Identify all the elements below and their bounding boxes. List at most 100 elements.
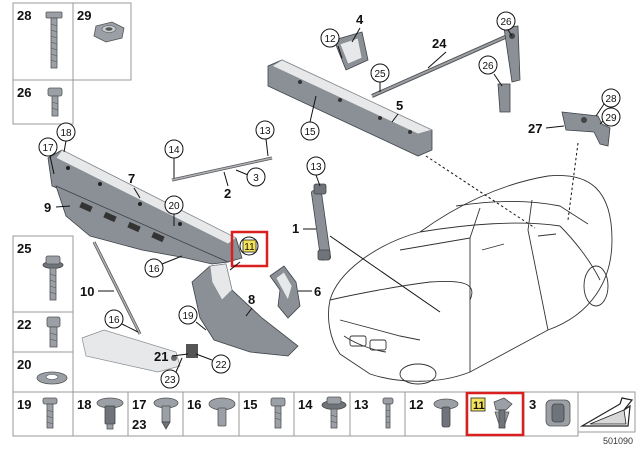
callout-13-mid[interactable]: 13: [306, 156, 326, 187]
part-1-strut[interactable]: [311, 183, 331, 261]
arrow-icon: [579, 397, 634, 427]
part-10-rod[interactable]: [92, 241, 142, 335]
callout-25[interactable]: 25: [370, 63, 390, 92]
bottom-cell-16[interactable]: 16: [187, 397, 236, 427]
thin-screw-icon: [382, 397, 394, 429]
callout-3[interactable]: 3: [235, 167, 266, 187]
part-5-crossmember[interactable]: [267, 59, 433, 157]
part-7-panel[interactable]: [47, 149, 243, 263]
cell-label: 19: [17, 397, 31, 412]
bottom-cell-11[interactable]: 11: [465, 391, 525, 437]
callout-16-mid[interactable]: 16: [144, 255, 183, 278]
svg-text:27: 27: [528, 121, 542, 136]
svg-text:26: 26: [500, 17, 512, 28]
part-label-27: 27: [528, 121, 565, 136]
callout-19[interactable]: 19: [178, 305, 207, 331]
svg-text:11: 11: [244, 242, 255, 253]
callout-14[interactable]: 14: [164, 139, 184, 178]
part-label-7: 7: [128, 171, 141, 199]
label-badge: [470, 397, 486, 412]
svg-text:22: 22: [215, 360, 227, 371]
svg-text:13: 13: [259, 126, 271, 137]
bottom-cell-12[interactable]: 12: [409, 397, 459, 428]
part-8-panel[interactable]: [186, 263, 299, 358]
svg-text:8: 8: [248, 292, 255, 307]
cell-label: 14: [298, 397, 313, 412]
part-label-2: 2: [223, 171, 231, 201]
callout-28[interactable]: 28: [595, 88, 621, 117]
bottom-cell-19[interactable]: 19: [17, 397, 58, 429]
svg-text:17: 17: [42, 143, 54, 154]
socket-screw-icon: [46, 316, 61, 348]
hex-nut-icon: [93, 21, 125, 43]
callout-13-top[interactable]: 13: [255, 120, 275, 157]
callout-11-highlight[interactable]: 11: [229, 230, 269, 271]
cell-label: 18: [77, 397, 91, 412]
cell-20[interactable]: 20: [17, 357, 68, 385]
part-2-strut[interactable]: [171, 156, 273, 182]
screw-icon: [42, 397, 58, 429]
bottom-cell-18[interactable]: 18: [77, 397, 124, 430]
diagram-id: 501090: [603, 436, 633, 446]
cell-label: 17: [132, 397, 146, 412]
car-outline: [328, 175, 613, 385]
bottom-cell-14[interactable]: 14: [298, 396, 347, 429]
long-bolt-icon: [45, 11, 63, 69]
bolt-icon: [270, 397, 286, 429]
callout-18[interactable]: 18: [56, 122, 76, 153]
callout-26-top[interactable]: 26: [496, 11, 516, 37]
short-bolt-icon: [47, 87, 63, 117]
bottom-cell-17[interactable]: 17 23: [132, 397, 179, 432]
cell-label: 16: [187, 397, 201, 412]
cell-label-secondary: 23: [132, 417, 146, 432]
callout-23[interactable]: 23: [160, 357, 183, 389]
cell-25[interactable]: 25: [17, 241, 64, 301]
left-fastener-grid: [12, 2, 132, 393]
svg-text:7: 7: [128, 171, 135, 186]
svg-text:29: 29: [605, 113, 617, 124]
callout-26-mid[interactable]: 26: [478, 55, 503, 87]
callout-15[interactable]: 15: [300, 95, 320, 141]
cell-26[interactable]: 26: [17, 85, 63, 117]
cell-label: 29: [77, 8, 91, 23]
cell-label: 15: [243, 397, 257, 412]
part-4-bracket[interactable]: [333, 31, 369, 71]
part-label-8: 8: [245, 292, 255, 317]
cell-22[interactable]: 22: [17, 316, 61, 348]
cell-29[interactable]: 29: [77, 8, 125, 43]
part-21-bracket[interactable]: [81, 329, 181, 373]
callout-12[interactable]: 12: [320, 28, 343, 59]
svg-text:15: 15: [304, 127, 316, 138]
part-label-4: 4: [351, 12, 364, 43]
bottom-cell-3[interactable]: 3: [529, 397, 571, 427]
callout-16-low[interactable]: 16: [104, 309, 139, 333]
part-6-bracket[interactable]: [269, 265, 301, 319]
bottom-cell-arrow[interactable]: [579, 397, 634, 427]
callout-22[interactable]: 22: [195, 353, 231, 374]
bottom-cell-13[interactable]: 13: [354, 397, 394, 429]
leader-1-car: [329, 235, 441, 313]
svg-text:4: 4: [356, 12, 364, 27]
svg-text:16: 16: [108, 315, 120, 326]
callout-20[interactable]: 20: [164, 195, 184, 226]
part-27-bracket[interactable]: [561, 111, 611, 147]
highlight-frame: [465, 391, 525, 437]
svg-text:24: 24: [432, 36, 447, 51]
callout-29[interactable]: 29: [599, 107, 621, 127]
sleeve-nut-icon: [545, 399, 571, 427]
part-9-panel[interactable]: [55, 185, 230, 265]
svg-text:26: 26: [482, 61, 494, 72]
cell-28[interactable]: 28: [17, 8, 63, 69]
cell-label: 20: [17, 357, 31, 372]
cell-label: 22: [17, 317, 31, 332]
svg-text:12: 12: [324, 34, 336, 45]
part-24-strut-rod[interactable]: [371, 25, 521, 113]
washer-icon: [36, 371, 68, 385]
svg-text:14: 14: [168, 145, 180, 156]
svg-text:13: 13: [310, 162, 322, 173]
callout-17[interactable]: 17: [38, 137, 58, 175]
bottom-cell-15[interactable]: 15: [243, 397, 286, 429]
push-rivet-icon: [153, 397, 179, 430]
svg-text:20: 20: [168, 201, 180, 212]
svg-text:28: 28: [605, 94, 617, 105]
